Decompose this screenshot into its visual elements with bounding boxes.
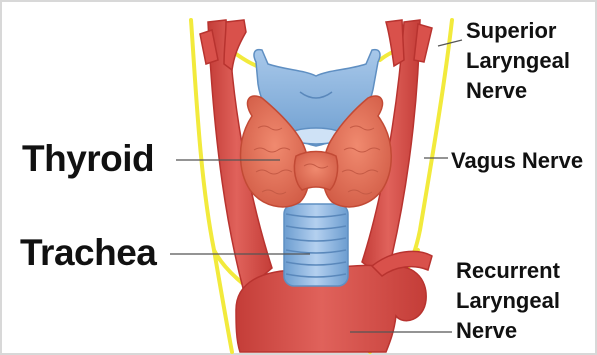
trachea (284, 204, 348, 286)
trachea-label: Trachea (20, 232, 156, 274)
thyroid-isthmus (294, 152, 337, 191)
right-carotid-branch-outer (414, 24, 432, 62)
vagus-nerve-label: Vagus Nerve (451, 146, 583, 176)
recurrent-label-line-1: Recurrent (456, 256, 560, 286)
superior-label-line-1: Superior (466, 16, 570, 46)
superior-laryngeal-nerve-label: Superior Laryngeal Nerve (466, 16, 570, 106)
right-carotid-branch (386, 20, 404, 66)
superior-label-line-3: Nerve (466, 76, 570, 106)
recurrent-label-line-2: Laryngeal (456, 286, 560, 316)
recurrent-label-line-3: Nerve (456, 316, 560, 346)
recurrent-laryngeal-nerve-label: Recurrent Laryngeal Nerve (456, 256, 560, 346)
left-carotid-branch (224, 20, 246, 70)
thyroid-label: Thyroid (22, 138, 154, 180)
superior-label-line-2: Laryngeal (466, 46, 570, 76)
